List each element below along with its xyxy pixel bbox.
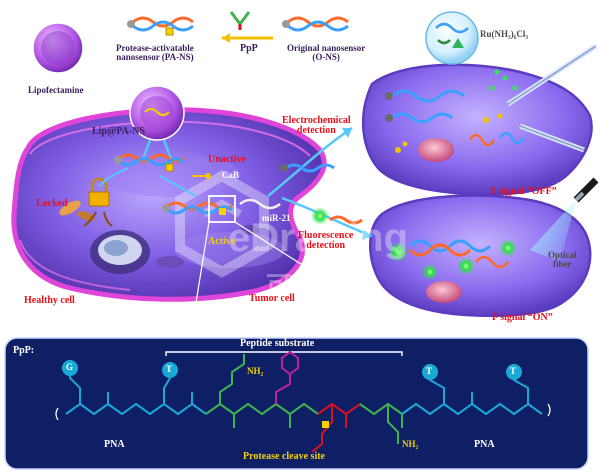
label-lip-pans: Lip@PA-NS: [92, 126, 146, 137]
base-t-node-2: [422, 364, 438, 380]
label-f-signal: F signal “ON”: [492, 312, 553, 323]
label-unactive: Unactive: [208, 154, 246, 165]
lip-pans-vesicle: [129, 85, 185, 141]
label-lipofectamine: Lipofectamine: [28, 85, 84, 95]
label-base-g: G: [66, 362, 74, 372]
label-pna-left: PNA: [104, 439, 125, 450]
watermark-logo: [175, 170, 269, 278]
o-ns-sensor: [282, 16, 349, 32]
watermark-cjk: 可研绘会: [266, 271, 383, 301]
optical-fiber: [530, 177, 599, 262]
pa-ns-sensor: [127, 16, 194, 36]
ppp-structure-panel: [4, 337, 589, 470]
nucleus: [90, 230, 150, 274]
label-ppp-panel: PpP:: [13, 345, 35, 356]
label-tumor-cell: Tumor cell: [249, 293, 295, 304]
label-nh2-bottom: NH₂: [402, 439, 419, 449]
watermark-latin: eDrawing: [228, 216, 409, 260]
label-optical-fiber: Optical fiber: [548, 250, 577, 269]
base-t-node-3: [506, 364, 522, 380]
label-original-sensor: Original nanosensor (O-NS): [287, 43, 366, 62]
label-cab: CaB: [222, 170, 240, 180]
label-base-t1: T: [166, 364, 173, 374]
label-electrochemical: Electrochemical detection: [282, 115, 351, 136]
label-protease-sensor: Protease-activatable nanosensor (PA-NS): [116, 43, 194, 62]
label-healthy-cell: Healthy cell: [24, 295, 75, 306]
label-locked: Locked: [36, 198, 68, 209]
active-sensor: [162, 195, 236, 223]
ruthenium-bubble: [425, 11, 479, 65]
label-nh2-top: NH₂: [247, 366, 264, 376]
label-mir21: miR-21: [262, 213, 291, 223]
electrode-probe: [506, 43, 598, 153]
label-ruthenium: Ru(NH₃)₆Cl₃: [480, 29, 529, 39]
base-t-node-1: [162, 362, 178, 378]
cleave-marker: [322, 421, 329, 428]
label-active: Active: [208, 236, 236, 247]
base-g-node: [62, 360, 78, 376]
electrochemical-cell: [361, 63, 593, 196]
fluorescence-cell: [369, 194, 592, 318]
lock-icon: [83, 177, 113, 227]
label-pna-right: PNA: [474, 439, 495, 450]
unactive-sensor: [114, 153, 185, 172]
label-e-signal: E signal “OFF”: [490, 186, 557, 197]
label-base-t3: T: [510, 366, 517, 376]
label-base-t2: T: [426, 366, 433, 376]
label-ppp: PpP: [240, 43, 258, 54]
ppp-molecule: [229, 11, 251, 30]
lipofectamine-vesicle: [32, 22, 84, 74]
label-peptide-substrate: Peptide substrate: [240, 338, 315, 349]
label-cleave-site: Protease cleave site: [243, 451, 325, 462]
label-fluorescence: Fluorescence detection: [298, 230, 354, 251]
